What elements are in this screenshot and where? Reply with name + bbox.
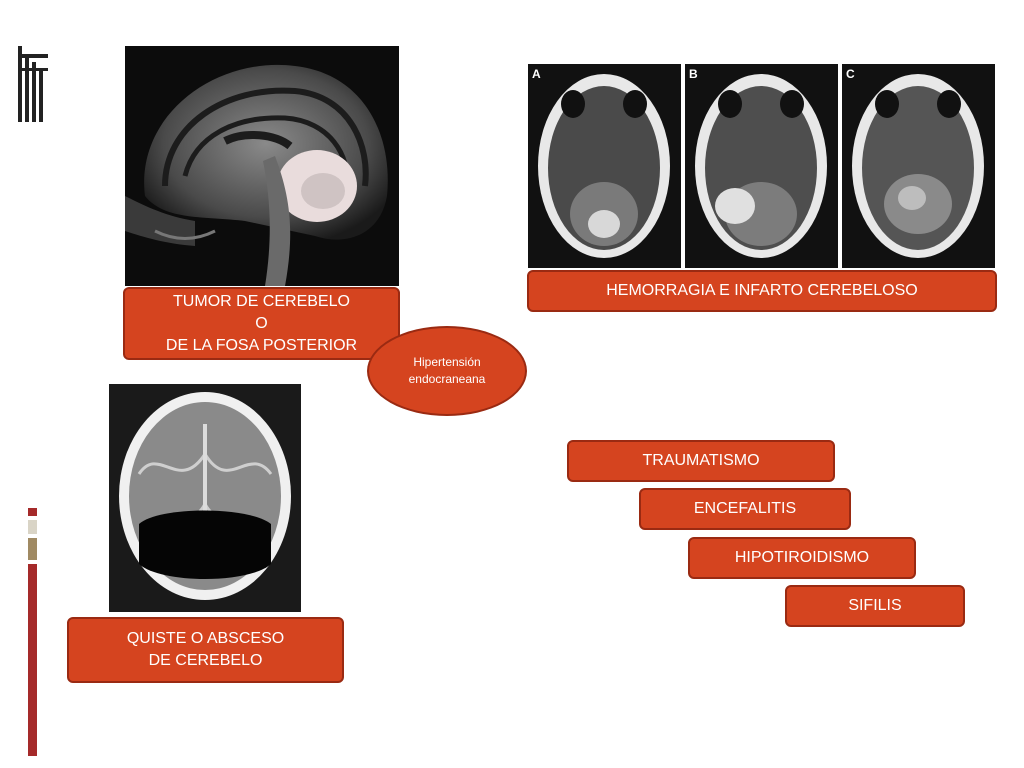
encefalitis-label: ENCEFALITIS [693,500,797,517]
tumor-line-3: DE LA FOSA POSTERIOR [165,336,358,354]
hipotiroidismo-box: HIPOTIROIDISMO [688,537,916,579]
hipertension-line-1: Hipertensión [413,355,481,369]
panel-label-c: C [846,67,855,81]
sifilis-label: SIFILIS [848,597,902,614]
axial-ct-scans-image: A B C [528,64,995,268]
hemorragia-infarto-box: HEMORRAGIA E INFARTO CEREBELOSO [527,270,997,312]
quiste-absceso-box: QUISTE O ABSCESO DE CEREBELO [67,617,344,683]
quiste-line-1: QUISTE O ABSCESO [126,630,285,647]
hipotiroidismo-label: HIPOTIROIDISMO [734,549,870,566]
encefalitis-box: ENCEFALITIS [639,488,851,530]
sifilis-box: SIFILIS [785,585,965,627]
decorative-logo [18,46,48,122]
traumatismo-label: TRAUMATISMO [642,452,760,469]
hipertension-oval: Hipertensión endocraneana [367,326,527,416]
panel-label-b: B [689,67,698,81]
quiste-line-2: DE CEREBELO [148,652,263,669]
hemorragia-label: HEMORRAGIA E INFARTO CEREBELOSO [606,282,918,299]
hipertension-line-2: endocraneana [408,372,486,386]
tumor-cerebelo-box: TUMOR DE CEREBELO O DE LA FOSA POSTERIOR [123,287,400,360]
coronal-ct-image [109,384,301,612]
panel-label-a: A [532,67,541,81]
tumor-line-2: O [255,314,268,332]
sagittal-mri-image [125,46,399,286]
accent-bar [28,508,37,756]
tumor-line-1: TUMOR DE CEREBELO [173,292,350,310]
traumatismo-box: TRAUMATISMO [567,440,835,482]
